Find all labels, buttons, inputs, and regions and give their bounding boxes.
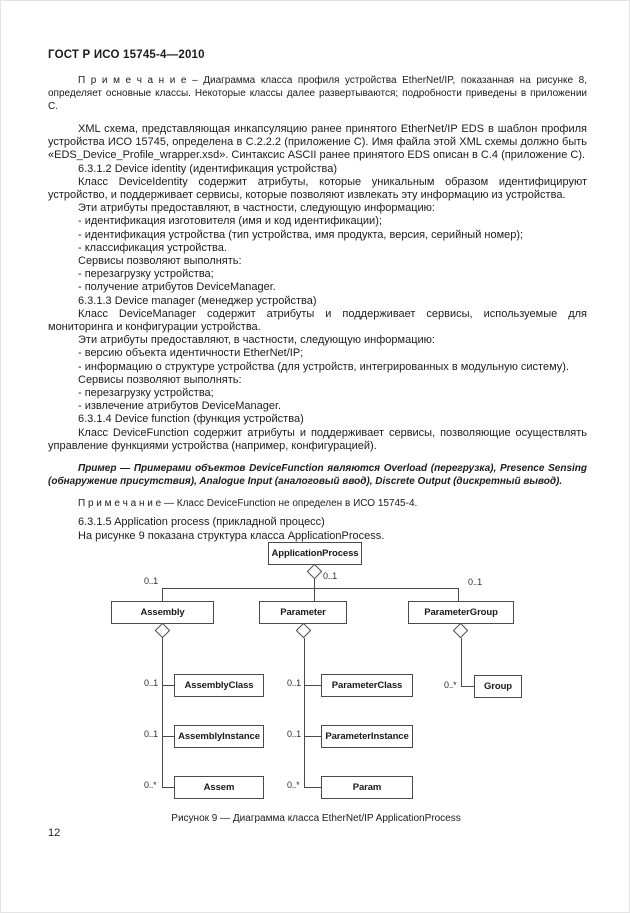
uml-class-box-group: Group (474, 675, 522, 698)
connector-line (162, 787, 174, 788)
connector-line (458, 588, 459, 601)
uml-class-box-assembly: Assembly (111, 601, 214, 624)
paragraph: Класс DeviceManager содержит атрибуты и … (48, 307, 587, 334)
figure-caption: Рисунок 9 — Диаграмма класса EtherNet/IP… (171, 813, 461, 824)
paragraph: Сервисы позволяют выполнять: (78, 255, 242, 268)
uml-class-box-parameter: Parameter (259, 601, 347, 624)
multiplicity-label: 0..1 (468, 577, 482, 587)
uml-class-box-assemblyinstance: AssemblyInstance (174, 725, 264, 748)
aggregation-diamond-icon (306, 563, 323, 580)
aggregation-diamond-icon (154, 622, 171, 639)
connector-line (461, 686, 474, 687)
text-block: ГОСТ Р ИСО 15745-4—2010 П р и м е ч а н … (48, 49, 587, 543)
section-heading: 6.3.1.4 Device function (функция устройс… (78, 413, 304, 426)
paragraph: XML схема, представляющая инкапсуляцию р… (48, 123, 587, 162)
uml-class-box-parameterclass: ParameterClass (321, 674, 413, 697)
section-heading: 6.3.1.3 Device manager (менеджер устройс… (78, 294, 317, 307)
uml-class-box-assem: Assem (174, 776, 264, 799)
note-paragraph: П р и м е ч а н и е – Диаграмма класса п… (48, 75, 587, 112)
multiplicity-label: 0..1 (144, 576, 158, 586)
paragraph: На рисунке 9 показана структура класса A… (78, 529, 385, 542)
list-item: - информацию о структуре устройства (для… (78, 360, 569, 373)
note-paragraph: П р и м е ч а н и е — Класс DeviceFuncti… (78, 498, 418, 510)
uml-class-box-assemblyclass: AssemblyClass (174, 674, 264, 697)
list-item: - извлечение атрибутов DeviceManager. (78, 400, 282, 413)
uml-class-box-parameterinstance: ParameterInstance (321, 725, 413, 748)
aggregation-diamond-icon (452, 622, 469, 639)
list-item: - идентификация изготовителя (имя и код … (78, 215, 382, 228)
list-item: - версию объекта идентичности EtherNet/I… (78, 347, 304, 360)
connector-line (314, 588, 315, 601)
example-text: Пример — Примерами объектов DeviceFuncti… (48, 463, 587, 488)
connector-line (162, 638, 163, 788)
section-heading: 6.3.1.5 Application process (прикладной … (78, 516, 325, 529)
paragraph: Класс DeviceFunction содержит атрибуты и… (48, 426, 587, 452)
multiplicity-label: 0..1 (144, 678, 158, 688)
aggregation-diamond-icon (295, 622, 312, 639)
section-heading: 6.3.1.2 Device identity (идентификация у… (78, 162, 338, 175)
uml-class-box-applicationprocess: ApplicationProcess (268, 542, 362, 565)
connector-line (162, 685, 174, 686)
connector-line (304, 638, 305, 788)
list-item: - получение атрибутов DeviceManager. (78, 281, 276, 294)
multiplicity-label: 0..1 (287, 729, 301, 739)
connector-line (162, 736, 174, 737)
list-item: - перезагрузку устройства; (78, 268, 214, 281)
connector-line (461, 638, 462, 687)
multiplicity-label: 0..1 (144, 729, 158, 739)
multiplicity-label: 0..* (287, 780, 300, 790)
connector-line (304, 787, 321, 788)
list-item: - классификация устройства. (78, 241, 227, 254)
multiplicity-label: 0..* (444, 680, 457, 690)
connector-line (304, 736, 321, 737)
multiplicity-label: 0..* (144, 780, 157, 790)
page-number: 12 (48, 827, 61, 839)
paragraph: Эти атрибуты предоставляют, в частности,… (78, 334, 435, 347)
list-item: - перезагрузку устройства; (78, 387, 214, 400)
uml-class-box-param: Param (321, 776, 413, 799)
connector-line (304, 685, 321, 686)
multiplicity-label: 0..1 (287, 678, 301, 688)
connector-line (162, 588, 163, 601)
document-header: ГОСТ Р ИСО 15745-4—2010 (48, 49, 205, 61)
paragraph: Сервисы позволяют выполнять: (78, 373, 242, 386)
uml-class-box-parametergroup: ParameterGroup (408, 601, 514, 624)
multiplicity-label: 0..1 (323, 571, 337, 581)
list-item: - идентификация устройства (тип устройст… (78, 228, 524, 241)
paragraph: Класс DeviceIdentity содержит атрибуты, … (48, 175, 587, 202)
connector-line (314, 579, 315, 588)
paragraph: Эти атрибуты предоставляют, в частности,… (78, 202, 435, 215)
connector-line (162, 588, 459, 589)
